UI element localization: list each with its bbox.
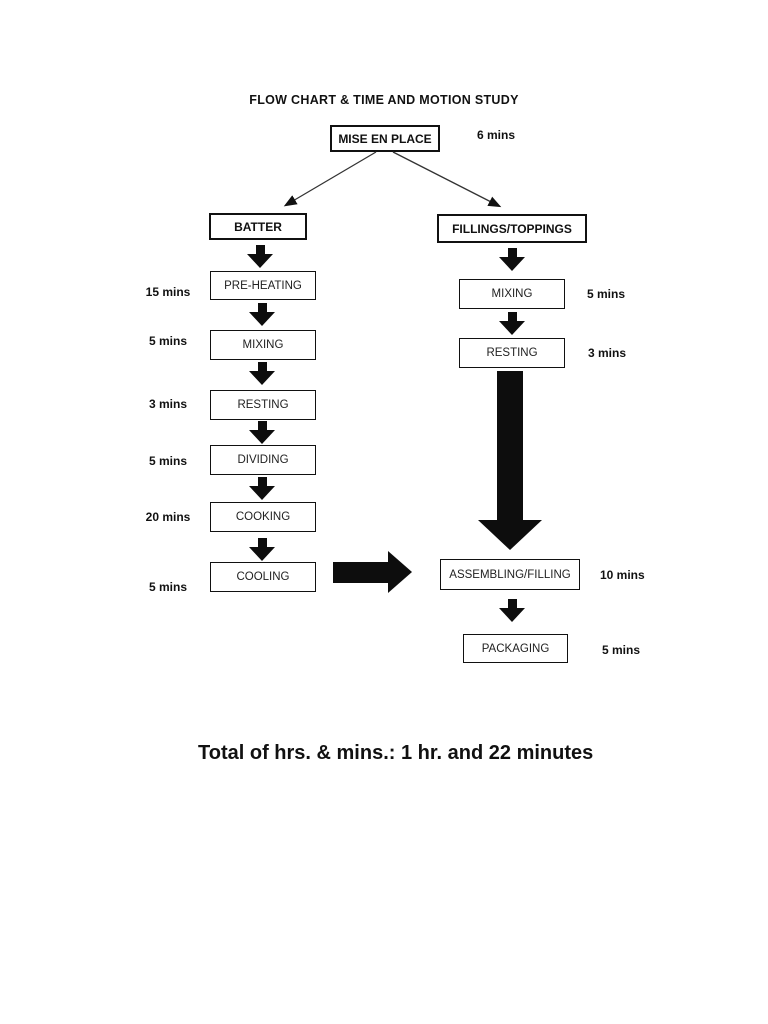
node-mixing-batter: MIXING [210, 330, 316, 360]
node-resting-fillings: RESTING [459, 338, 565, 368]
arrow-down-icon [499, 312, 525, 335]
time-label-mixing-batter: 5 mins [148, 334, 187, 348]
arrow-down-icon [249, 538, 275, 561]
node-cooking: COOKING [210, 502, 316, 532]
total-time-text: Total of hrs. & mins.: 1 hr. and 22 minu… [198, 742, 594, 764]
arrow-down-icon [249, 421, 275, 444]
arrow-down-icon [249, 477, 275, 500]
branch-connector-lines [283, 151, 502, 208]
arrow-right-icon [333, 551, 412, 593]
node-mise-en-place: MISE EN PLACE [330, 125, 440, 152]
node-batter: BATTER [209, 213, 307, 240]
time-label-pre-heating: 15 mins [145, 285, 191, 299]
time-label-dividing: 5 mins [148, 454, 187, 468]
arrow-down-icon [249, 303, 275, 326]
time-label-packaging: 5 mins [602, 643, 641, 657]
node-dividing: DIVIDING [210, 445, 316, 475]
node-packaging: PACKAGING [463, 634, 568, 663]
time-label-resting-batter: 3 mins [148, 397, 187, 411]
arrow-down-icon [499, 599, 525, 622]
time-label-cooking: 20 mins [145, 510, 191, 524]
time-label-cooling: 5 mins [148, 580, 187, 594]
connector-to-fillings-line [392, 151, 502, 208]
node-mixing-fillings: MIXING [459, 279, 565, 309]
chart-title: FLOW CHART & TIME AND MOTION STUDY [249, 93, 519, 107]
arrow-down-icon [499, 248, 525, 271]
time-label-mise-en-place: 6 mins [477, 128, 516, 142]
time-label-assembling-filling: 10 mins [600, 568, 645, 582]
arrow-down-icon [247, 245, 273, 268]
node-fillings-toppings: FILLINGS/TOPPINGS [437, 214, 587, 243]
node-cooling: COOLING [210, 562, 316, 592]
arrow-long-down-icon [478, 371, 542, 550]
node-pre-heating: PRE-HEATING [210, 271, 316, 300]
time-label-mixing-fillings: 5 mins [587, 287, 626, 301]
node-resting-batter: RESTING [210, 390, 316, 420]
arrow-down-icon [249, 362, 275, 385]
connector-to-batter-line [283, 151, 377, 207]
node-assembling-filling: ASSEMBLING/FILLING [440, 559, 580, 590]
time-label-resting-fillings: 3 mins [588, 346, 627, 360]
